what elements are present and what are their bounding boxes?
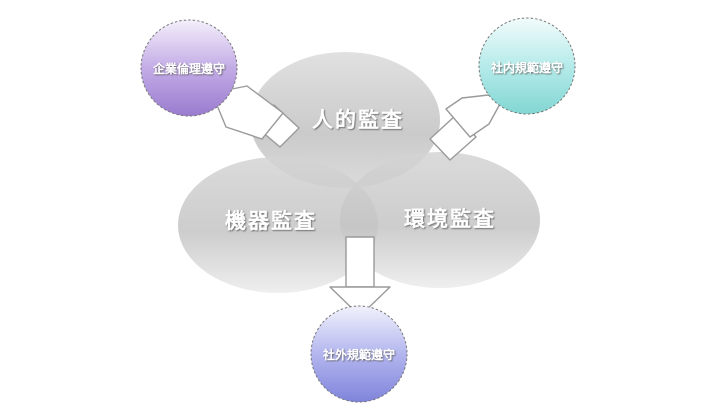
corporate-ethics-circle: 企業倫理遵守: [140, 19, 238, 117]
arrow-to-external-rules: [329, 236, 391, 317]
arrow-to-internal-rules: [429, 92, 507, 161]
human-audit-label: 人的監査: [312, 108, 404, 132]
equipment-audit-label: 機器監査: [225, 209, 317, 233]
arrow-to-corporate-ethics: [211, 85, 300, 148]
external-rules-label: 社外規範遵守: [322, 347, 395, 362]
environment-audit-label: 環境監査: [404, 207, 496, 231]
equipment-audit-ellipse: [178, 157, 378, 293]
environment-audit-ellipse: [340, 152, 540, 288]
internal-rules-label: 社内規範遵守: [490, 60, 563, 75]
corporate-ethics-label: 企業倫理遵守: [152, 61, 225, 76]
human-audit-ellipse: [250, 52, 440, 188]
external-rules-circle: 社外規範遵守: [310, 305, 408, 403]
internal-rules-circle: 社内規範遵守: [478, 17, 576, 115]
